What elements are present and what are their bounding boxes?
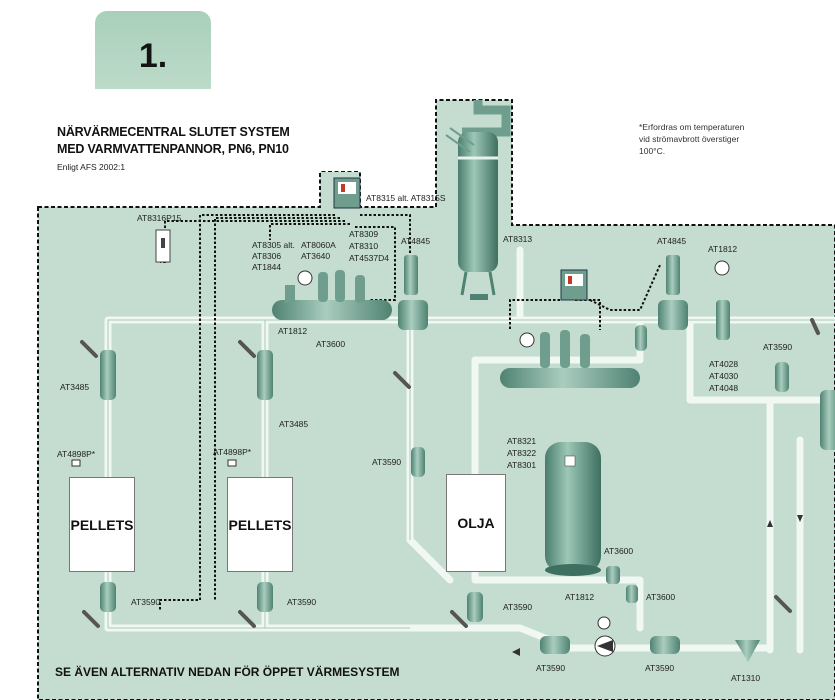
boiler-valves bbox=[100, 325, 789, 622]
safety-group-1 bbox=[272, 270, 392, 320]
footer-note: SE ÄVEN ALTERNATIV NEDAN FÖR ÖPPET VÄRME… bbox=[55, 665, 400, 679]
control-cabinet-at8315 bbox=[333, 177, 361, 209]
sensor-at8316p15 bbox=[155, 229, 171, 263]
label-at4030: AT4030 bbox=[709, 371, 739, 381]
label-at4845-b: AT4845 bbox=[657, 236, 687, 246]
label-at8306: AT8306 bbox=[252, 251, 282, 261]
label-at3590-a: AT3590 bbox=[372, 457, 402, 467]
label-at8322: AT8322 bbox=[507, 448, 537, 458]
heat-exchanger bbox=[820, 390, 835, 450]
label-at3485-b: AT3485 bbox=[279, 419, 309, 429]
label-at4028: AT4028 bbox=[709, 359, 739, 369]
label-at8305: AT8305 alt. bbox=[252, 240, 295, 250]
label-at4845-a: AT4845 bbox=[401, 236, 431, 246]
label-at3590-c: AT3590 bbox=[287, 597, 317, 607]
control-cabinet-2 bbox=[560, 269, 588, 301]
boiler-olja: OLJA bbox=[446, 474, 506, 572]
label-at3590-b: AT3590 bbox=[131, 597, 161, 607]
label-at8310: AT8310 bbox=[349, 241, 379, 251]
label-at1310: AT1310 bbox=[731, 673, 761, 683]
title-line-1: NÄRVÄRMECENTRAL SLUTET SYSTEM bbox=[57, 125, 290, 139]
motor-valve-1 bbox=[398, 255, 428, 330]
label-at1812-c: AT1812 bbox=[565, 592, 595, 602]
flow-arrows bbox=[512, 515, 803, 656]
storage-tank bbox=[545, 442, 601, 576]
label-at1812-b: AT1812 bbox=[708, 244, 738, 254]
label-at3640: AT3640 bbox=[301, 251, 331, 261]
section-tab: 1. bbox=[95, 11, 211, 89]
footnote-line-1: *Erfordras om temperaturen bbox=[639, 122, 745, 132]
label-at4898p-b: AT4898P* bbox=[213, 447, 252, 457]
label-at8315: AT8315 alt. AT8315S bbox=[366, 193, 446, 203]
diagram-subtitle: Enligt AFS 2002:1 bbox=[57, 162, 126, 172]
boiler-pellets-1: PELLETS bbox=[69, 477, 135, 572]
footnote-line-3: 100°C. bbox=[639, 146, 666, 156]
label-at8301: AT8301 bbox=[507, 460, 537, 470]
circulation-pump-group bbox=[540, 616, 760, 662]
label-at3485-a: AT3485 bbox=[60, 382, 90, 392]
label-at8321: AT8321 bbox=[507, 436, 537, 446]
label-at4537d4: AT4537D4 bbox=[349, 253, 390, 263]
label-at3590-g: AT3590 bbox=[645, 663, 675, 673]
label-at8309: AT8309 bbox=[349, 229, 379, 239]
thermometers bbox=[80, 318, 820, 628]
label-at3590-e: AT3590 bbox=[763, 342, 793, 352]
footnote: *Erfordras om temperaturen vid strömavbr… bbox=[639, 121, 744, 157]
label-at8060a: AT8060A bbox=[301, 240, 336, 250]
label-at8316p15: AT8316P15 bbox=[137, 213, 182, 223]
section-number: 1. bbox=[138, 37, 168, 75]
boiler-pellets-2: PELLETS bbox=[227, 477, 293, 572]
label-at3600-c: AT3600 bbox=[646, 592, 676, 602]
label-at3600-b: AT3600 bbox=[604, 546, 634, 556]
label-at4898p-a: AT4898P* bbox=[57, 449, 96, 459]
label-at8313: AT8313 bbox=[503, 234, 533, 244]
expansion-unit-at8313 bbox=[445, 100, 511, 300]
label-at3590-f: AT3590 bbox=[536, 663, 566, 673]
signal-cables bbox=[159, 214, 661, 610]
tank-valves bbox=[606, 566, 638, 603]
label-at3600-a: AT3600 bbox=[316, 339, 346, 349]
safety-group-2 bbox=[500, 330, 640, 388]
motor-valve-2 bbox=[658, 255, 730, 340]
diagram-title: NÄRVÄRMECENTRAL SLUTET SYSTEM MED VARMVA… bbox=[57, 124, 290, 158]
label-at4048: AT4048 bbox=[709, 383, 739, 393]
title-line-2: MED VARMVATTENPANNOR, PN6, PN10 bbox=[57, 142, 289, 156]
footnote-line-2: vid strömavbrott överstiger bbox=[639, 134, 740, 144]
label-at1844: AT1844 bbox=[252, 262, 282, 272]
label-at3590-d: AT3590 bbox=[503, 602, 533, 612]
label-at1812-a: AT1812 bbox=[278, 326, 308, 336]
